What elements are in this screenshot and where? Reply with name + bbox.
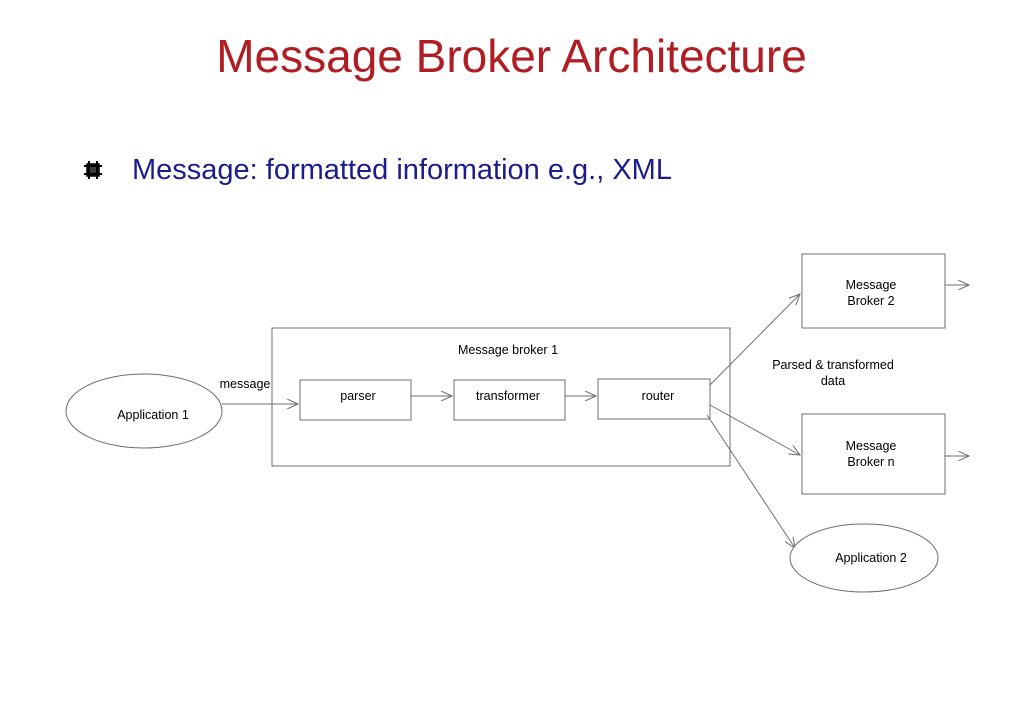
message-broker-2-node [801,253,946,329]
transformer-node [453,379,566,421]
parsed-data-label-line2: data [821,374,845,388]
message-broker-2-label-line2: Broker 2 [847,294,894,308]
router-to-broker-n-arrow [709,404,800,455]
application-2-node [789,523,939,593]
bullet-item: Message: formatted information e.g., XML [82,148,672,192]
square-bullet-icon [82,159,104,181]
parser-label: parser [340,389,375,403]
message-broker-n-label-line1: Message [846,439,897,453]
parsed-data-label-line1: Parsed & transformed [772,358,894,372]
message-broker-1-label: Message broker 1 [458,343,558,357]
message-label: message [220,377,271,391]
slide-title: Message Broker Architecture [216,30,807,82]
application-1-label: Application 1 [117,408,189,422]
bullet-text: Message: formatted information e.g., XML [132,153,672,186]
message-broker-n-node [801,413,946,495]
message-broker-n-label-line2: Broker n [847,455,894,469]
router-to-broker-2-arrow [709,294,800,386]
message-broker-2-label-line1: Message [846,278,897,292]
router-to-application-2-arrow [706,414,795,548]
transformer-label: transformer [476,389,540,403]
application-1-node [65,373,223,449]
application-2-label: Application 2 [835,551,907,565]
parser-node [299,379,412,421]
router-label: router [642,389,675,403]
router-node [597,378,711,420]
